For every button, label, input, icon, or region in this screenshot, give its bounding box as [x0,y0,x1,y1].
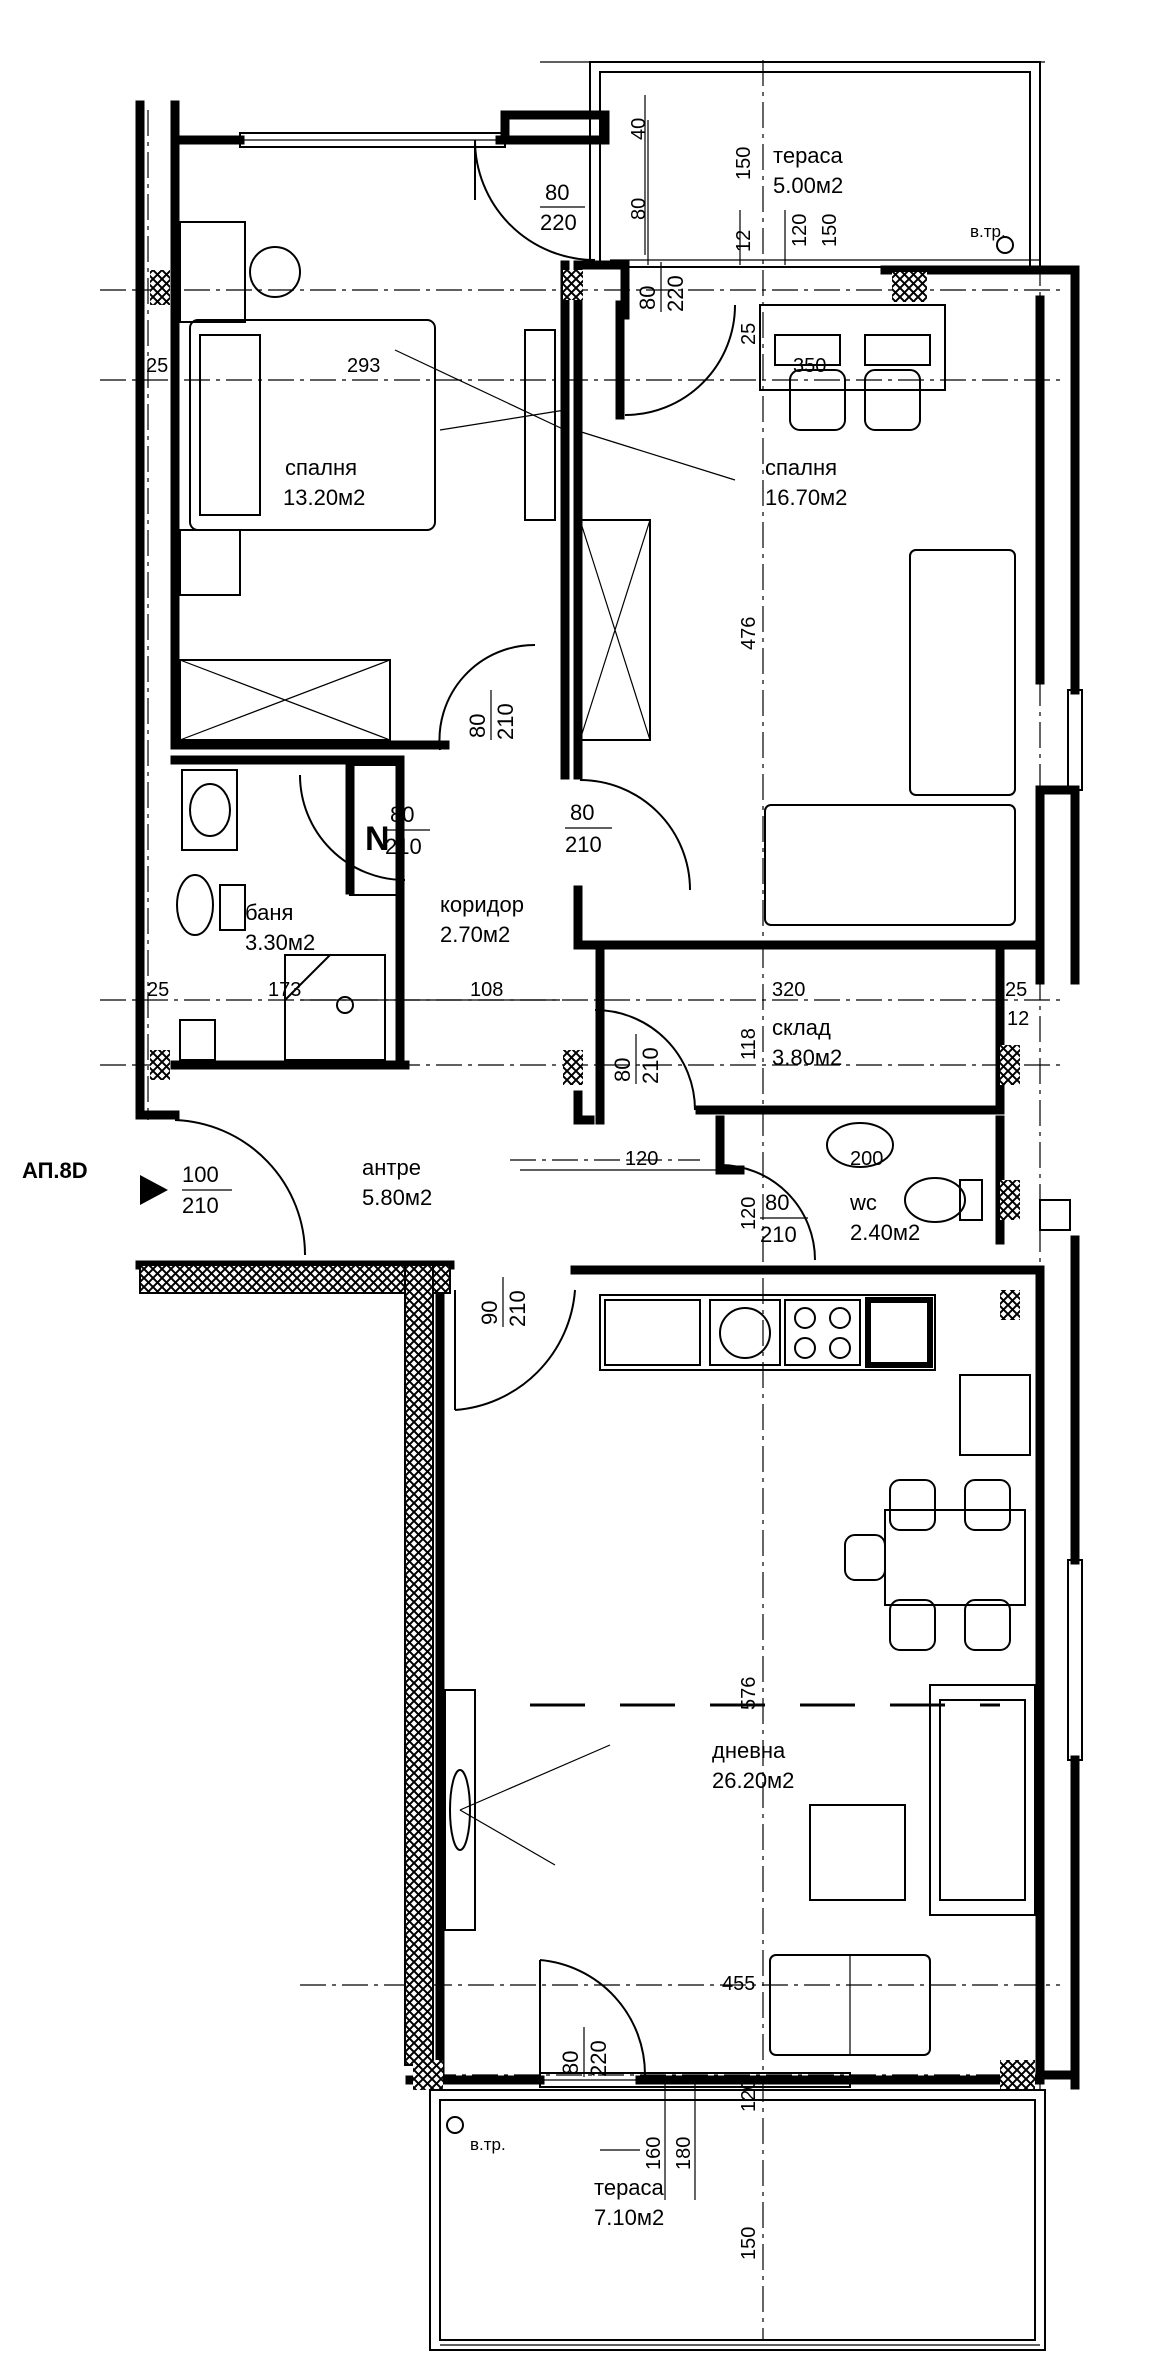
terrace-top-outline [540,61,1045,268]
dimension-value: 320 [772,979,805,1001]
dimension-value: 12 [733,230,755,252]
door-height: 220 [586,2040,611,2077]
room-area: 5.00м2 [773,173,843,198]
room-name: склад [772,1015,831,1040]
door-height: 220 [540,210,577,235]
hatched-walls [139,270,1035,2090]
room-name: wc [849,1190,877,1215]
dimension-value: 455 [722,1973,755,1995]
dimension-value: 120 [789,214,811,247]
door-labels-rotated: 80 220 80 210 80 210 90 210 80 220 [465,262,688,2077]
dimension-value: 40 [628,118,650,140]
dimension-value: 160 [643,2137,665,2170]
room-name: спалня [285,455,357,480]
door-height: 210 [760,1222,797,1247]
vent-label: в.тр. [470,2135,506,2154]
vent-label: в.тр. [970,222,1006,241]
axis-lines [100,60,1070,2340]
dimension-value: 293 [347,355,380,377]
door-height: 220 [663,275,688,312]
dimension-value: 476 [738,617,760,650]
dimension-value: 576 [738,1677,760,1710]
dimension-value: 200 [850,1148,883,1170]
dimension-value: 120 [625,1148,658,1170]
entry-marker [140,1175,168,1205]
dimension-value: 12 [1007,1008,1029,1030]
room-name: тераса [594,2175,665,2200]
dimension-text-rotated: 40 80 150 12 120 150 25 476 118 120 576 … [628,118,841,2260]
room-area: 3.30м2 [245,930,315,955]
dimension-value: 350 [793,355,826,377]
dimension-value: 25 [738,323,760,345]
dimension-value: 25 [147,979,169,1001]
dimension-value: 150 [738,2227,760,2260]
room-area: 13.20м2 [283,485,365,510]
room-name: дневна [712,1738,786,1763]
door-width: 80 [465,714,490,738]
dimension-value: 80 [628,198,650,220]
dimension-value: 150 [819,214,841,247]
room-name: спалня [765,455,837,480]
dimension-value: 173 [268,979,301,1001]
room-area: 2.40м2 [850,1220,920,1245]
walls [135,100,1080,2090]
entry-door-h: 210 [182,1193,219,1218]
dimension-value: 108 [470,979,503,1001]
terrace-bottom-outline [429,236,1046,2351]
room-area: 16.70м2 [765,485,847,510]
dimension-value: 25 [1005,979,1027,1001]
door-height: 210 [505,1290,530,1327]
room-area: 26.20м2 [712,1768,794,1793]
room-name: баня [245,900,293,925]
labels: АП.8D 100 210 тераса 5.00м2 спалня 13.20… [22,143,1006,2230]
windows [239,132,1083,2088]
dimension-value: 120 [738,1197,760,1230]
door-width: 80 [610,1058,635,1082]
door-height: 210 [638,1047,663,1084]
door-width: 80 [765,1190,789,1215]
room-name: тераса [773,143,844,168]
room-name: коридор [440,892,524,917]
north-label: N [365,820,390,858]
door-width: 80 [635,286,660,310]
door-swings [174,139,816,2076]
door-labels: 80 220 80 210 80 210 80 210 [385,180,808,1247]
room-area: 3.80м2 [772,1045,842,1070]
door-height: 210 [493,703,518,740]
door-width: 80 [545,180,569,205]
room-name: антре [362,1155,421,1180]
dimension-text: 293 350 25 25 173 108 320 25 12 120 200 … [146,355,1029,1995]
room-area: 5.80м2 [362,1185,432,1210]
room-area: 2.70м2 [440,922,510,947]
door-height: 210 [565,832,602,857]
furniture [176,221,1036,2056]
dimension-value: 180 [673,2137,695,2170]
dimension-value: 150 [733,147,755,180]
room-area: 7.10м2 [594,2205,664,2230]
dimension-lines [300,95,786,2200]
door-width: 90 [477,1301,502,1325]
entry-door-w: 100 [182,1162,219,1187]
door-width: 80 [570,800,594,825]
apartment-label: АП.8D [22,1158,88,1183]
door-width: 80 [558,2051,583,2075]
dimension-value: 118 [738,1028,760,1060]
door-height: 210 [385,834,422,859]
dimension-value: 120 [738,2079,760,2112]
door-width: 80 [390,802,414,827]
dimension-value: 25 [146,355,168,377]
